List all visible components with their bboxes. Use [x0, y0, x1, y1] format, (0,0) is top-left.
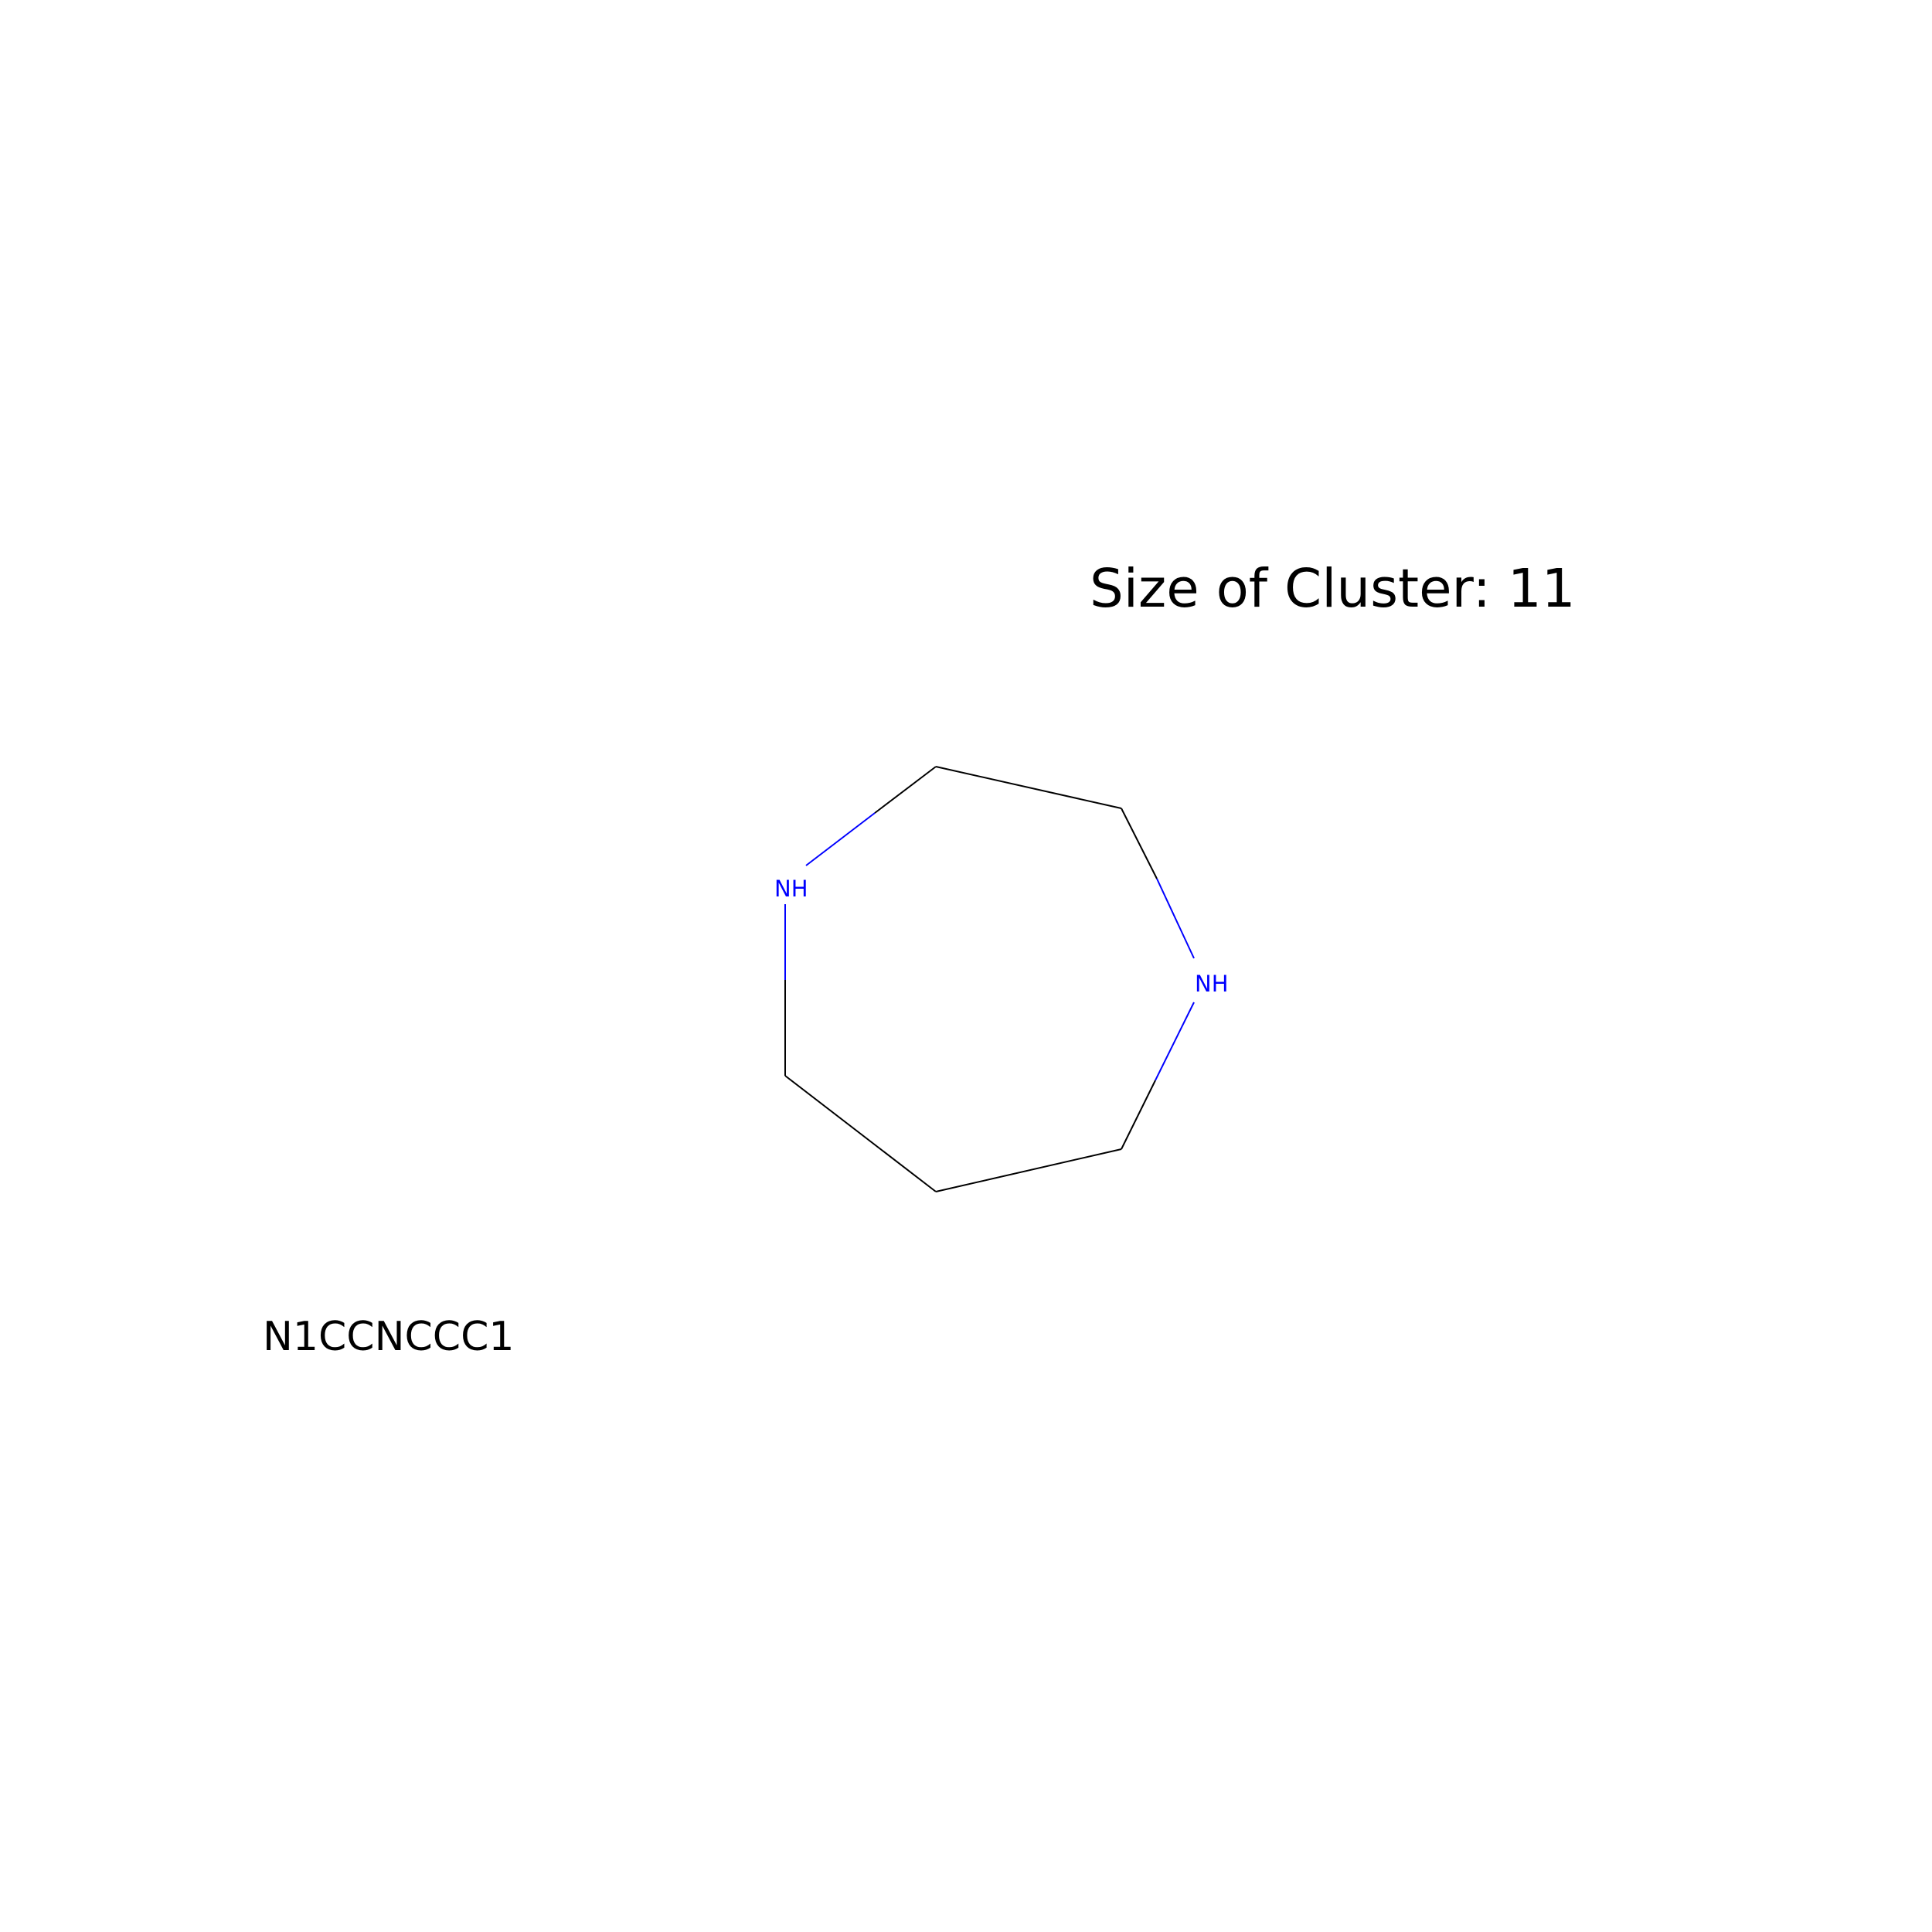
bond-n1-c2-nitrogen-half — [805, 812, 876, 866]
bond-n4-c5-nitrogen-half — [1155, 1002, 1195, 1081]
bond-c6-c7 — [784, 1075, 937, 1192]
bond-c3-n4-nitrogen-half — [1156, 878, 1195, 959]
atom-label-n4: NH — [1195, 971, 1229, 997]
bond-n1-c2-carbon-half — [874, 766, 937, 814]
bond-c5-c6 — [935, 1148, 1122, 1192]
atom-label-n1: NH — [774, 876, 808, 902]
cluster-size-title: Size of Cluster: 11 — [1090, 558, 1576, 620]
bond-c2-c3 — [935, 766, 1122, 809]
smiles-string: N1CCNCCC1 — [263, 1314, 515, 1360]
bond-c3-n4-carbon-half — [1121, 808, 1158, 879]
bond-n4-c5-carbon-half — [1121, 1080, 1156, 1150]
